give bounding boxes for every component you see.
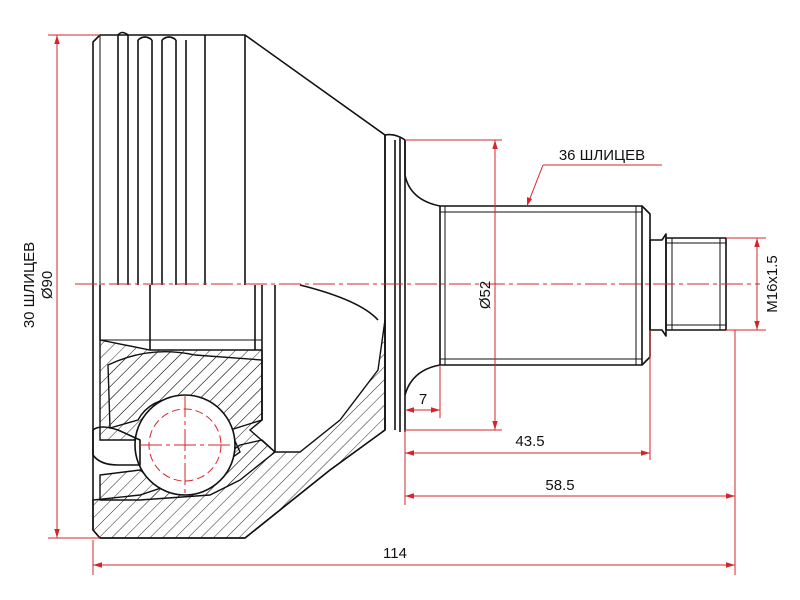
dimension-length-43-5: 43.5 <box>405 330 651 460</box>
dimension-housing-diameter: Ø90 30 ШЛИЦЕВ <box>21 34 100 539</box>
ball-bearing <box>92 394 236 496</box>
housing-diameter-label: Ø90 <box>39 271 56 299</box>
dimension-stem-diameter: Ø52 <box>405 139 502 431</box>
stem-diameter-label: Ø52 <box>477 281 494 309</box>
callout-outer-splines: 36 ШЛИЦЕВ <box>526 147 662 207</box>
joint-housing <box>92 31 386 539</box>
overall-length-label: 114 <box>383 545 407 562</box>
dimension-length-7: 7 <box>405 365 441 418</box>
dimension-overall-length: 114 <box>92 330 736 575</box>
length-7-label: 7 <box>419 391 427 408</box>
dimension-thread: M16x1.5 <box>726 237 781 331</box>
dimension-length-58-5: 58.5 <box>404 430 735 505</box>
inner-splines-callout: 30 ШЛИЦЕВ <box>21 242 38 328</box>
outer-splines-callout: 36 ШЛИЦЕВ <box>559 147 645 164</box>
threaded-end <box>649 233 727 337</box>
thread-label: M16x1.5 <box>764 255 781 313</box>
splined-stem <box>439 205 651 366</box>
housing-section-hatch <box>92 319 386 539</box>
neck-and-collar <box>384 133 441 432</box>
length-58-5-label: 58.5 <box>545 477 574 494</box>
length-43-5-label: 43.5 <box>515 433 544 450</box>
inner-cavity <box>99 284 379 452</box>
